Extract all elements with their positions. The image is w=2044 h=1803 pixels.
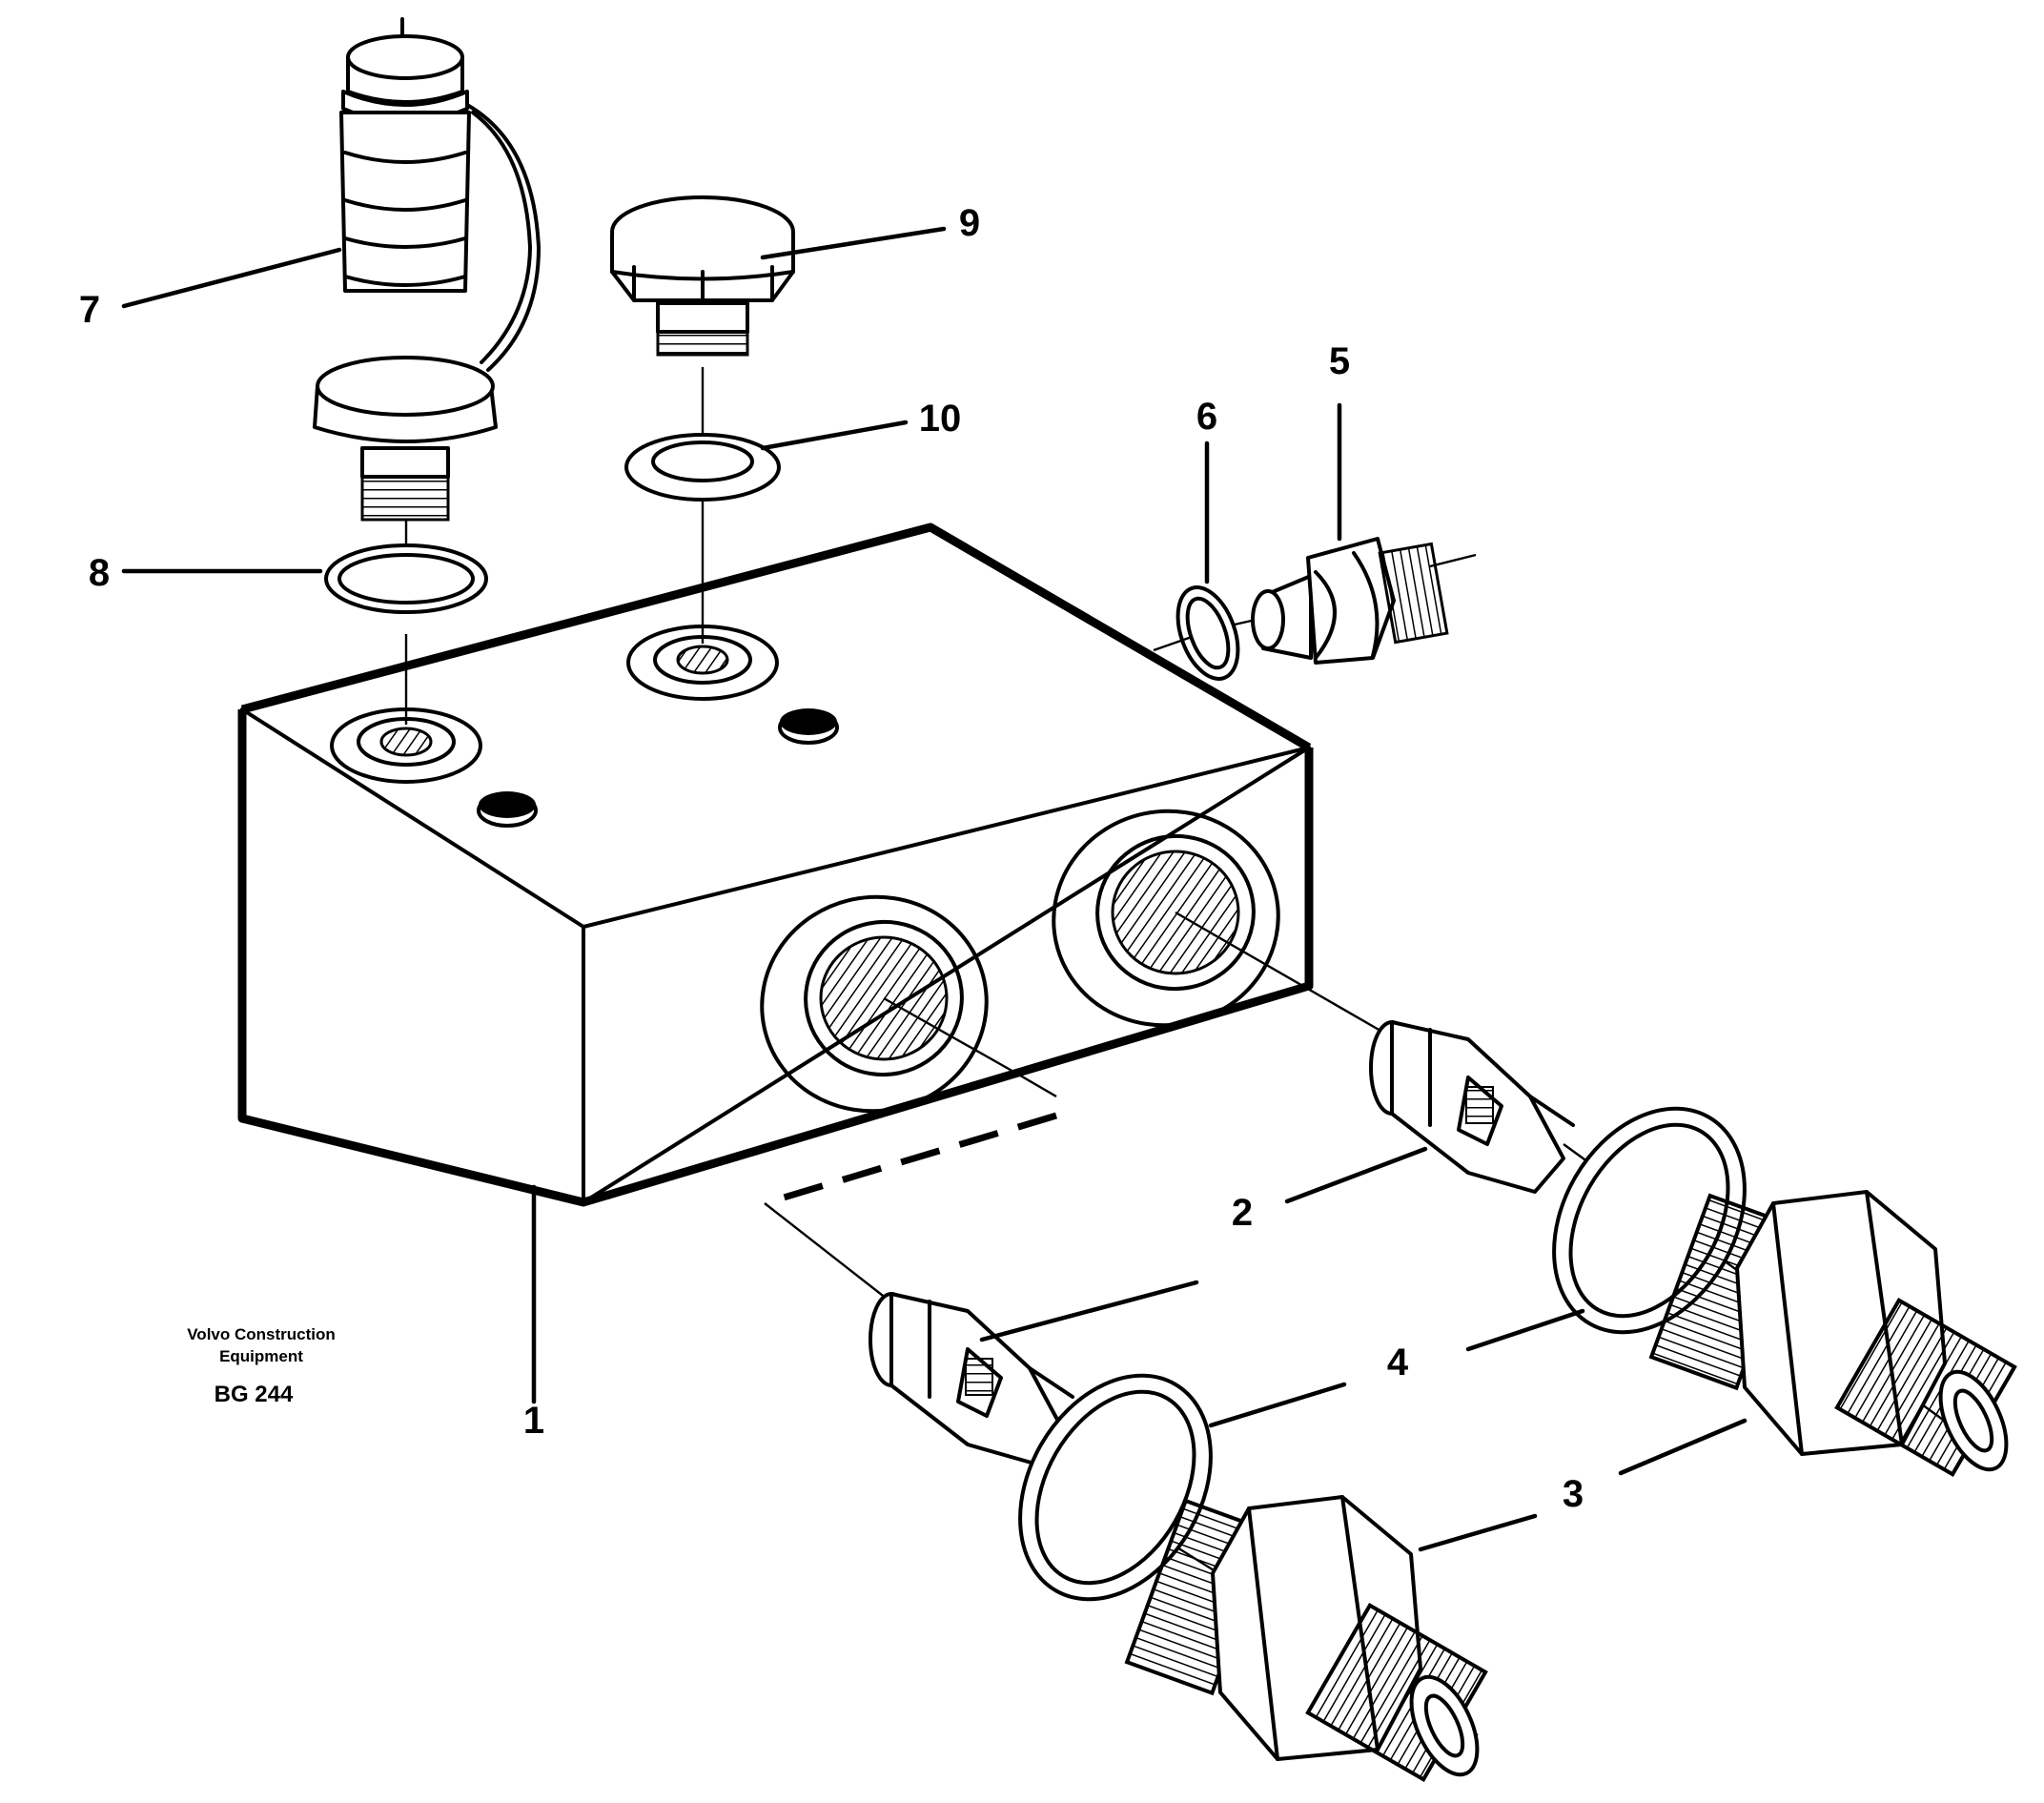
leader-lines (121, 226, 1748, 1552)
valve-block (237, 522, 1314, 1207)
callout-7: 7 (79, 289, 100, 331)
plug-9 (610, 195, 795, 357)
seal-ring-8 (324, 543, 488, 614)
check-valve-2-left (869, 1292, 1074, 1465)
callout-2: 2 (1232, 1192, 1253, 1234)
callout-9: 9 (959, 202, 980, 244)
adapter-3-right (1648, 1190, 2017, 1478)
adapter-3-left (1124, 1495, 1488, 1783)
callout-4: 4 (1387, 1342, 1409, 1383)
drawing-code: BG 244 (215, 1382, 294, 1407)
callout-1: 1 (523, 1400, 544, 1442)
offset-indicator (763, 1112, 1058, 1300)
callout-6: 6 (1196, 396, 1217, 438)
seal-6 (1175, 585, 1240, 681)
pressure-sensor-7 (313, 17, 541, 522)
fitting-5 (1251, 537, 1449, 665)
check-valve-2-right (1369, 1020, 1575, 1194)
washer-10 (624, 433, 781, 502)
callout-5: 5 (1329, 340, 1350, 382)
callout-8: 8 (89, 552, 110, 594)
locating-pin (778, 708, 839, 745)
locating-pin (477, 791, 538, 828)
callout-10: 10 (919, 398, 962, 440)
credit-line-1: Volvo Construction (187, 1325, 336, 1343)
credit-line-2: Equipment (219, 1347, 303, 1365)
callout-3: 3 (1563, 1473, 1584, 1515)
